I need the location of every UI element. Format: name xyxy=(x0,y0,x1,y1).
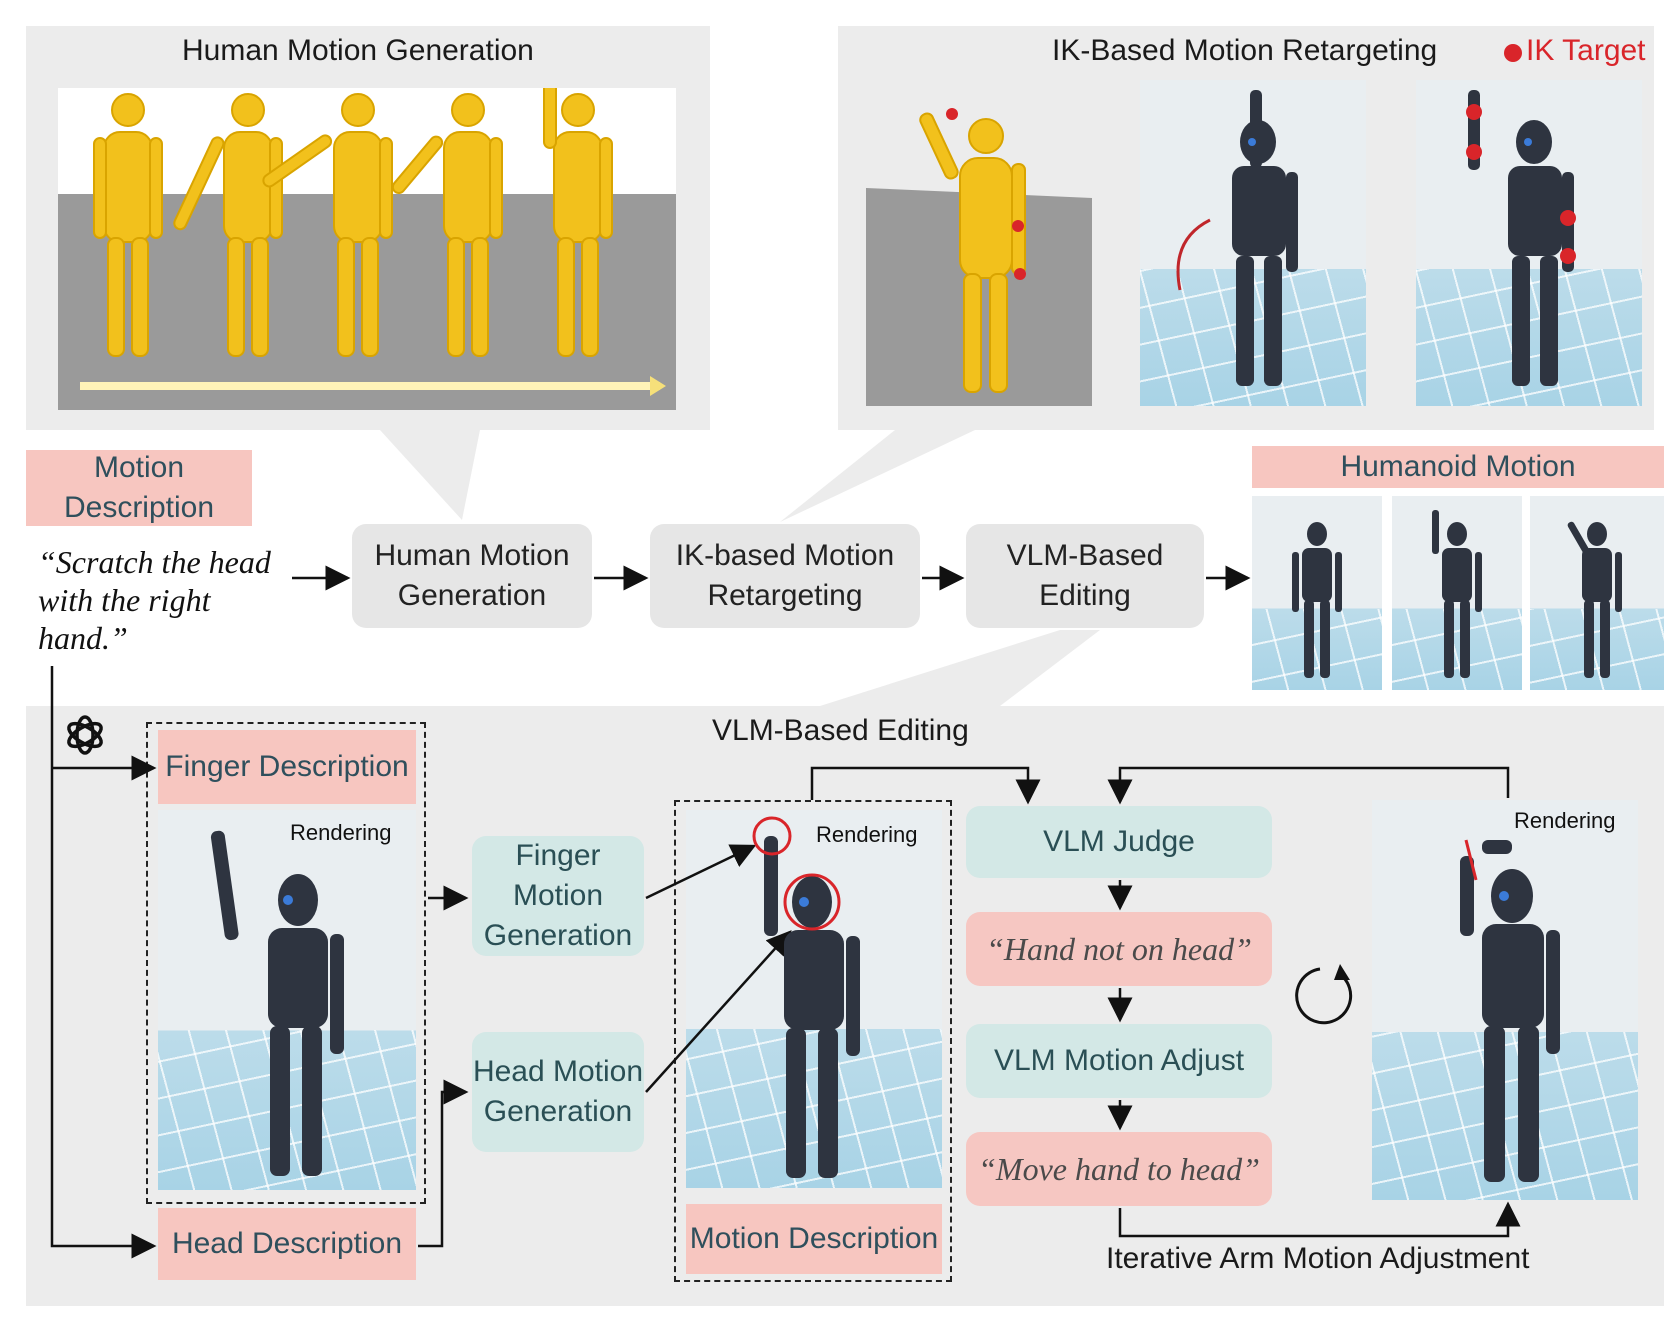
hand-not-on-head-feedback: “Hand not on head” xyxy=(966,912,1272,986)
vlm-editing-box: VLM-Based Editing xyxy=(966,524,1204,628)
human-motion-image xyxy=(58,88,676,410)
humanoid-motion-frame-3 xyxy=(1530,496,1664,690)
motion-quote: “Scratch the head with the right hand.” xyxy=(38,544,271,656)
human-motion-generation-box: Human Motion Generation xyxy=(352,524,592,628)
finger-description-label: Finger Description xyxy=(158,730,416,804)
iterative-adjustment-label: Iterative Arm Motion Adjustment xyxy=(1106,1242,1530,1275)
openai-logo-icon xyxy=(62,712,108,758)
finger-motion-generation-box: Finger Motion Generation xyxy=(472,836,644,956)
humanoid-motion-label: Humanoid Motion xyxy=(1252,446,1664,488)
humanoid-motion-frame-1 xyxy=(1252,496,1382,690)
head-motion-generation-box: Head Motion Generation xyxy=(472,1032,644,1152)
motion-description-bottom-label: Motion Description xyxy=(686,1204,942,1274)
combined-rendering-image xyxy=(686,810,942,1188)
vlm-editing-panel-title: VLM-Based Editing xyxy=(712,714,969,747)
ik-target-dot-icon xyxy=(1504,44,1522,62)
adjusted-rendering-image xyxy=(1372,800,1638,1200)
rendering-label-3: Rendering xyxy=(1514,808,1616,833)
ik-robot-image-2 xyxy=(1416,80,1642,406)
humanoid-motion-frame-2 xyxy=(1392,496,1522,690)
vlm-judge-box: VLM Judge xyxy=(966,806,1272,878)
finger-dashed-group xyxy=(146,722,426,1204)
rendering-label-1: Rendering xyxy=(290,820,392,845)
human-motion-panel-title: Human Motion Generation xyxy=(182,34,534,67)
move-hand-to-head-instruction: “Move hand to head” xyxy=(966,1132,1272,1206)
motion-description-label: Motion Description xyxy=(26,450,252,526)
finger-rendering-image xyxy=(158,810,416,1190)
motion-dashed-group xyxy=(674,800,952,1282)
ik-robot-image-1 xyxy=(1140,80,1366,406)
rotate-cycle-icon xyxy=(1290,960,1362,1032)
ik-retargeting-box: IK-based Motion Retargeting xyxy=(650,524,920,628)
ik-mannequin-image xyxy=(866,88,1092,406)
ik-target-legend: IK Target xyxy=(1526,34,1646,67)
vlm-motion-adjust-box: VLM Motion Adjust xyxy=(966,1024,1272,1098)
head-description-label: Head Description xyxy=(158,1208,416,1280)
ik-retargeting-panel-title: IK-Based Motion Retargeting xyxy=(1052,34,1438,67)
rendering-label-2: Rendering xyxy=(816,822,918,847)
